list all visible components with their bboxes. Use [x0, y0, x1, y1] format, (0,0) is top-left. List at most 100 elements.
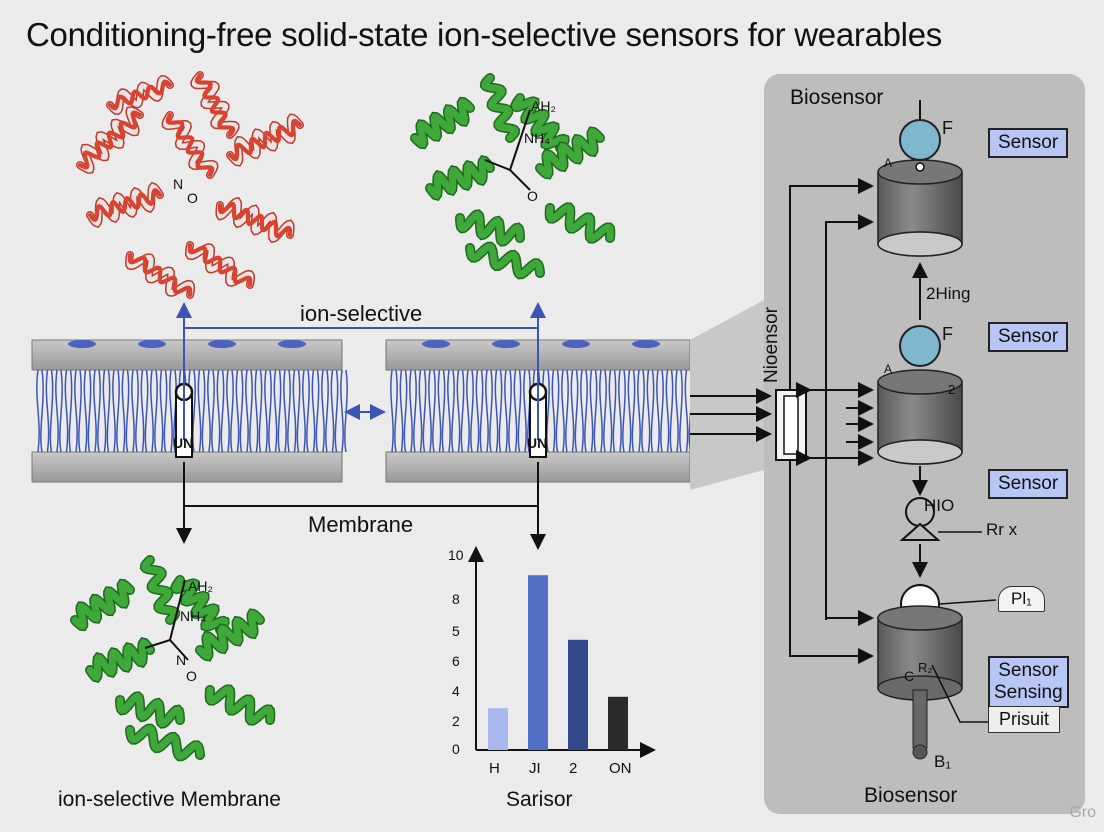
lipid-tail [64, 369, 73, 453]
page-title: Conditioning-free solid-state ion-select… [26, 16, 942, 53]
a-label-1: A [884, 156, 893, 170]
lipid-tail [637, 369, 645, 453]
protein-label-ah2-b: AH₂ [188, 578, 213, 594]
y-tick-label: 5 [452, 623, 460, 639]
lipid-tail [428, 369, 436, 453]
helix [466, 243, 544, 278]
helix-shadow [107, 79, 173, 111]
lipid-tail [45, 369, 54, 453]
helix [141, 556, 179, 624]
y-tick-label: 6 [452, 653, 460, 669]
lipid-tail [485, 369, 493, 453]
valve-base [899, 522, 941, 541]
lipid-tail [494, 369, 503, 453]
c-label: C [904, 668, 915, 684]
lipid-tail [93, 369, 101, 453]
lipid-tail [580, 369, 588, 453]
x-tick-label: 2 [569, 760, 578, 777]
sensing-box-line-1: Sensor [998, 660, 1059, 681]
helix [411, 98, 474, 148]
membrane-left [31, 339, 348, 483]
watermark: Gro [1069, 804, 1096, 821]
probe-tip [912, 744, 928, 760]
protein-label-o-b: O [186, 668, 197, 684]
side-label: Nioensor [761, 306, 783, 384]
sensor-box-3: Sensor [988, 469, 1069, 499]
lipid-tail [74, 369, 82, 453]
pore [492, 340, 520, 348]
bar-H [488, 708, 508, 750]
helix-shadow [77, 110, 143, 170]
wire [789, 460, 874, 664]
f-ball-1 [899, 119, 941, 161]
leader-line [939, 599, 997, 605]
ion-selective-connector [176, 302, 546, 440]
lipid-tail [245, 369, 253, 453]
leader-line [931, 664, 988, 723]
lipid-tail [399, 369, 408, 453]
two-label: 2 [948, 382, 956, 397]
helix-shadow [87, 187, 163, 223]
r-label: R₂ [918, 660, 933, 675]
helix [126, 725, 204, 760]
lipid-tail [102, 369, 111, 453]
lipid-tail [131, 369, 139, 453]
helix [71, 580, 134, 630]
b-label: B₁ [934, 752, 952, 771]
helix [116, 692, 184, 728]
lipid-tail [207, 369, 215, 453]
helix-shadow [165, 112, 215, 178]
valve-label: HIO [924, 496, 955, 515]
f-label-2: F [942, 324, 953, 344]
sensing-box-line-2: Sensing [994, 682, 1063, 703]
sensor-box-2: Sensor [988, 322, 1069, 352]
lipid-tail [140, 369, 149, 453]
lipid-tail [197, 369, 206, 453]
cylinder-top [877, 605, 963, 631]
f-label-1: F [942, 118, 953, 138]
lipid-tail [627, 369, 636, 453]
bond-line [508, 109, 531, 191]
sensing-box: Sensor Sensing [988, 656, 1069, 708]
lipid-tail [551, 369, 560, 453]
lipid-tail [226, 369, 234, 453]
label-membrane: Membrane [308, 512, 414, 537]
channel-label-right: UN [527, 435, 548, 451]
helix [206, 685, 274, 725]
lipid-tail [409, 369, 417, 453]
protein-label-ah2: AH₂ [531, 98, 556, 114]
cylinder-top [877, 369, 963, 395]
lipid-tail [665, 369, 674, 453]
helix [171, 576, 229, 634]
lipid-tail [675, 369, 683, 453]
biosensor-title-top: Biosensor [790, 86, 884, 109]
label-ion-selective-membrane: ion-selective Membrane [58, 788, 281, 811]
pore [138, 340, 166, 348]
helix-shadow [187, 242, 253, 288]
lipid-tail [112, 369, 120, 453]
channel-label-left: UN [173, 435, 194, 451]
biosensor-title-bottom: Biosensor [864, 784, 958, 807]
lipid-tail [646, 369, 655, 453]
cylinder-base [877, 439, 963, 465]
node [915, 162, 925, 172]
helix [511, 94, 569, 152]
bar-JI [528, 575, 548, 750]
lipid-tail [513, 369, 522, 453]
f-ball-2 [899, 325, 941, 367]
helix-shadow [194, 72, 236, 138]
helix [86, 638, 154, 682]
helix [546, 203, 614, 243]
probe-stem [912, 689, 928, 749]
lipid-tail [321, 369, 329, 453]
connector-inner [783, 395, 799, 455]
prisuit-box: Prisuit [988, 706, 1061, 733]
protein-label-n: N [173, 176, 184, 192]
lipid-tail [159, 369, 168, 453]
chart-title: Sarisor [506, 788, 573, 811]
helix-shadow [217, 201, 293, 239]
lipid-tail [55, 369, 63, 453]
a-label-2: A [884, 362, 893, 376]
rr-label: Rr x [986, 520, 1018, 539]
